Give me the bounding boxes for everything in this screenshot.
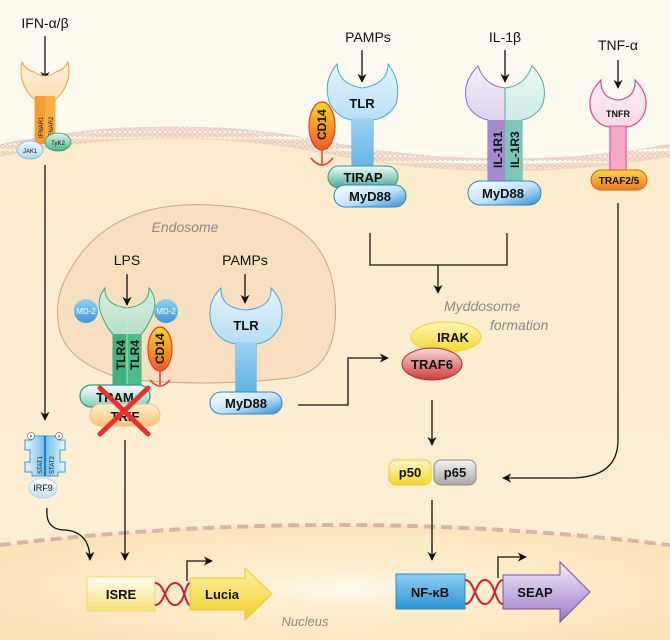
arrow-traf25-to-nfkb [502,203,619,483]
isre-promoter [86,576,156,612]
transcription-start-arrow [186,556,213,581]
tlr-surface-label: TLR [349,96,375,111]
myd88-endosome-label: MyD88 [225,396,267,411]
nfkb-label: NF-κB [411,585,449,600]
seap-label: SEAP [517,585,553,600]
transcription-start-arrow [497,552,527,578]
ifnar1-label: IFNAR1 [39,116,45,138]
ligand-ifn-label: IFN-α/β [21,15,68,31]
phospho-stat2 [55,432,63,440]
arrow-myd88-endosome-to-traf6 [298,353,389,406]
ifnar-receptor-complex: IFN-α/β IFNAR1 IFNAR2 JAK1 TyK2 [16,15,72,160]
jak1 [16,140,44,160]
md2-left [74,299,98,323]
nuclear-envelope [0,523,670,547]
tnfr-receptor: TNF-α TNFR TRAF2/5 [589,37,648,191]
myd88-tlr [333,184,407,208]
nucleus [0,525,670,640]
phospho-label: P [30,434,33,439]
traf25-label: TRAF2/5 [599,176,640,187]
isgf3-complex: P P STAT1 STAT2 IRF9 [24,432,66,499]
tyk2 [44,132,72,152]
ligand-il1b-label: IL-1β [489,29,521,45]
myd88-il1r [467,180,542,206]
p65-label: p65 [444,465,466,480]
nfkb-seap-reporter: NF-κB SEAP [395,552,591,624]
tnfr-label: TNFR [606,109,630,119]
nucleus-label: Nucleus [282,614,329,629]
myd88-tlr-label: MyD88 [349,189,391,204]
tlr4-receptor-complex: LPS TLR4 TLR4 MD-2 MD-2 CD14 TRAM TRIF [74,252,178,437]
p65 [433,459,477,486]
endosome-label: Endosome [152,219,219,235]
lucia-gene [189,566,273,622]
p50-label: p50 [399,465,421,480]
ligand-tnfa-label: TNF-α [598,37,638,53]
phospho-stat1 [27,432,35,440]
traf6 [401,347,463,381]
myd88-il1r-label: MyD88 [482,186,524,201]
p50 [388,459,432,486]
myd88-endosome [209,391,283,415]
isre-label: ISRE [106,587,137,602]
irf9 [28,477,58,499]
ligand-lps-label: LPS [114,252,140,268]
myddosome-label-line2: formation [490,317,549,333]
nfkb-promoter [395,573,466,610]
isre-lucia-reporter: ISRE Lucia [86,556,273,622]
tlr-surface-receptor: PAMPs TLR CD14 TIRAP MyD88 [308,29,407,208]
ifnar2-label: IFNAR2 [49,116,55,138]
tlr-endosome-receptor: PAMPs TLR MyD88 [209,252,283,415]
il1r3-label: IL-1R3 [508,131,522,168]
tlr4-left-label: TLR4 [114,340,128,370]
traf6-label: TRAF6 [411,357,453,372]
md2-right-label: MD-2 [156,307,176,316]
dna-helix-icon [154,581,191,607]
il1r-receptor-complex: IL-1β IL-1R1 IL-1R3 MyD88 [465,29,545,206]
irak-label: IRAK [437,330,469,345]
traf25 [590,169,648,191]
inhibition-cross-icon [97,385,151,437]
lucia-label: Lucia [205,587,240,602]
plasma-membrane [0,125,670,171]
jak1-label: JAK1 [23,149,38,155]
tirap-label: TIRAP [344,170,383,185]
seap-gene [502,560,591,624]
cd14-endosome-label: CD14 [153,333,167,364]
ligand-pamps-endosome-label: PAMPs [222,252,268,268]
tyk2-label: TyK2 [51,141,65,147]
cd14-surface-label: CD14 [315,109,329,140]
ligand-pamps-surface-label: PAMPs [345,29,391,45]
stat2-label: STAT2 [50,456,56,474]
md2-left-label: MD-2 [76,307,96,316]
arrow-isgf3-to-isre [46,507,95,561]
myddosome-label-line1: Myddosome [444,298,520,314]
stat1-label: STAT1 [38,456,44,474]
md2-right [154,299,178,323]
dna-helix-icon [464,578,504,606]
phospho-label: P [58,434,61,439]
il1r1-label: IL-1R1 [491,131,505,168]
tlr-endosome-label: TLR [233,318,259,333]
tlr4-right-label: TLR4 [128,340,142,370]
irf9-label: IRF9 [33,483,53,493]
